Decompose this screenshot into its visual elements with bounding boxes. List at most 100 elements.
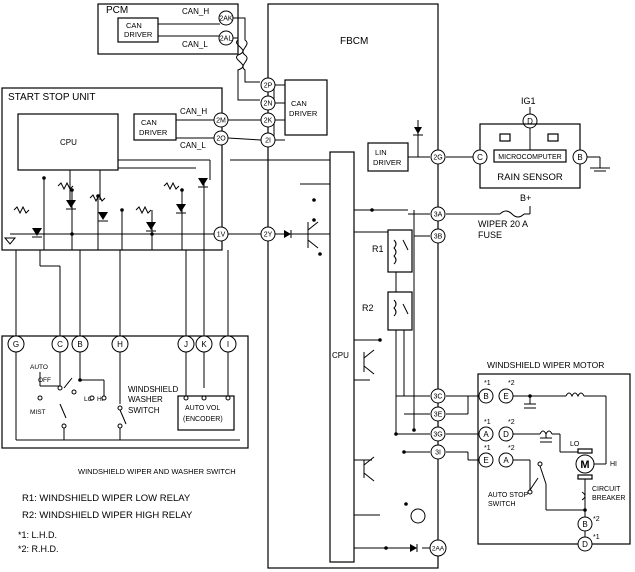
motor-pin-B-bottom: B	[582, 520, 587, 529]
motor-symbol: M	[580, 459, 589, 471]
ssu-can-l-label: CAN_L	[180, 141, 206, 150]
legend: R1: WINDSHIELD WIPER LOW RELAY R2: WINDS…	[18, 493, 193, 554]
connector-2AA: 2AA	[432, 546, 445, 553]
fbcm-module: FBCM CAN DRIVER LIN DRIVER CPU R1 R2	[267, 3, 439, 569]
fbcm-connectors: 2P 2N 2K 2I 2Y 2G 3A 3B 3C 3E 3G 3I 2AA	[260, 77, 447, 557]
connector-3I: 3I	[435, 450, 441, 457]
fuse-label-l2: FUSE	[478, 230, 502, 240]
pcm-can-l-label: CAN_L	[182, 40, 208, 49]
motor-hi-label: HI	[610, 461, 617, 468]
note-rhd-3: *2	[508, 445, 515, 452]
fbcm-label: FBCM	[340, 36, 368, 47]
switch-pos-hi: HI	[97, 396, 104, 403]
motor-pin-D-mid: D	[503, 430, 509, 439]
connector-2G: 2G	[433, 155, 442, 162]
connector-3A: 3A	[434, 212, 443, 219]
pcm-can-h-label: CAN_H	[182, 7, 209, 16]
note-rhd-4: *2	[593, 516, 600, 523]
ssu-switch-harness	[15, 250, 229, 336]
connector-2I: 2I	[265, 138, 271, 145]
switch-pos-auto: AUTO	[30, 364, 48, 371]
relay-r1-label: R1	[372, 244, 384, 254]
switch-pin-K: K	[201, 340, 207, 349]
switch-pos-mist: MIST	[30, 409, 46, 416]
pcm-module: PCM CAN DRIVER CAN_H CAN_L 2AK 2AL	[97, 3, 239, 55]
switch-pos-off: OFF	[38, 377, 51, 384]
motor-pin-E-top: E	[503, 392, 508, 401]
can-twisted-pair	[233, 17, 260, 101]
legend-r2: R2: WINDSHIELD WIPER HIGH RELAY	[22, 510, 193, 521]
note-lhd-2: *1	[484, 419, 491, 426]
auto-stop-l2: SWITCH	[488, 501, 516, 508]
legend-note-rhd: *2: R.H.D.	[18, 544, 59, 554]
switch-pin-B: B	[77, 340, 82, 349]
switch-text-l1: WINDSHIELD	[128, 385, 178, 394]
switch-text-l3: SWITCH	[128, 406, 160, 415]
wiper-motor-label: WINDSHIELD WIPER MOTOR	[487, 360, 604, 370]
rain-sensor-pin-B: B	[577, 153, 582, 162]
connector-2M: 2M	[216, 118, 226, 125]
note-lhd-4: *1	[593, 534, 600, 541]
switch-to-fbcm-harness	[230, 159, 330, 185]
wiper-fuse: B+ WIPER 20 A FUSE	[446, 193, 531, 240]
motor-pin-A-low: A	[503, 456, 509, 465]
motor-pin-A: A	[483, 430, 489, 439]
circuit-breaker-l1: CIRCUIT	[592, 486, 621, 493]
connector-2AK: 2AK	[219, 16, 233, 23]
switch-pin-G: G	[13, 340, 19, 349]
pcm-can-driver-l2: DRIVER	[124, 30, 153, 39]
connector-2O: 2O	[216, 136, 226, 143]
ssu-can-h-label: CAN_H	[180, 107, 207, 116]
start-stop-unit-label: START STOP UNIT	[8, 92, 95, 103]
connector-2AL: 2AL	[220, 36, 233, 43]
note-lhd-1: *1	[484, 380, 491, 387]
circuit-breaker-l2: BREAKER	[592, 495, 625, 502]
motor-pin-B-top: B	[483, 392, 488, 401]
fbcm-can-driver-l2: DRIVER	[289, 109, 318, 118]
connector-2Y: 2Y	[264, 232, 273, 239]
auto-vol-l2: (ENCODER)	[183, 416, 223, 423]
start-stop-unit: START STOP UNIT CPU CAN DRIVER CAN_H CAN…	[1, 87, 262, 251]
connector-3C: 3C	[434, 394, 443, 401]
wiper-washer-switch: WINDSHIELD WIPER AND WASHER SWITCH G C B…	[1, 335, 249, 476]
microcomputer-label: MICROCOMPUTER	[498, 154, 561, 161]
relay-r2-label: R2	[362, 303, 374, 313]
lin-driver-l2: DRIVER	[373, 158, 402, 167]
auto-stop-l1: AUTO STOP	[488, 492, 529, 499]
rain-sensor-pin-C: C	[477, 153, 483, 162]
lin-driver-l1: LIN	[375, 148, 387, 157]
note-rhd-1: *2	[508, 380, 515, 387]
connector-3G: 3G	[433, 432, 442, 439]
switch-pin-H: H	[117, 340, 123, 349]
legend-r1: R1: WINDSHIELD WIPER LOW RELAY	[22, 493, 191, 504]
ig1-label: IG1	[521, 96, 536, 106]
switch-pos-lo: LO	[84, 396, 93, 403]
auto-vol-l1: AUTO VOL	[185, 405, 220, 412]
connector-3B: 3B	[434, 234, 443, 241]
wiper-switch-label: WINDSHIELD WIPER AND WASHER SWITCH	[78, 467, 236, 476]
switch-pin-J: J	[184, 340, 188, 349]
pcm-can-driver-l1: CAN	[126, 21, 142, 30]
connector-3E: 3E	[434, 412, 443, 419]
motor-pin-D-bottom: D	[582, 540, 588, 549]
pcm-label: PCM	[106, 5, 128, 16]
wiper-motor: WINDSHIELD WIPER MOTOR B E A D E A B D *…	[446, 360, 631, 552]
switch-pin-I: I	[227, 340, 229, 349]
rain-sensor: IG1 D MICROCOMPUTER RAIN SENSOR C B	[446, 96, 610, 189]
fuse-label-l1: WIPER 20 A	[478, 219, 528, 229]
connector-2K: 2K	[264, 118, 273, 125]
ssu-cpu-label: CPU	[60, 138, 77, 147]
rain-sensor-label: RAIN SENSOR	[497, 172, 563, 183]
battery-label: B+	[520, 193, 531, 203]
legend-note-lhd: *1: L.H.D.	[18, 530, 57, 540]
connector-2N: 2N	[264, 101, 273, 108]
fbcm-can-driver-l1: CAN	[291, 99, 307, 108]
fbcm-cpu-label: CPU	[332, 351, 349, 360]
switch-pin-C: C	[57, 340, 63, 349]
rain-sensor-pin-D: D	[527, 117, 533, 126]
ssu-can-driver-l2: DRIVER	[139, 128, 168, 137]
motor-lo-label: LO	[570, 441, 580, 448]
ssu-can-driver-l1: CAN	[141, 118, 157, 127]
motor-pin-E-low: E	[483, 456, 488, 465]
